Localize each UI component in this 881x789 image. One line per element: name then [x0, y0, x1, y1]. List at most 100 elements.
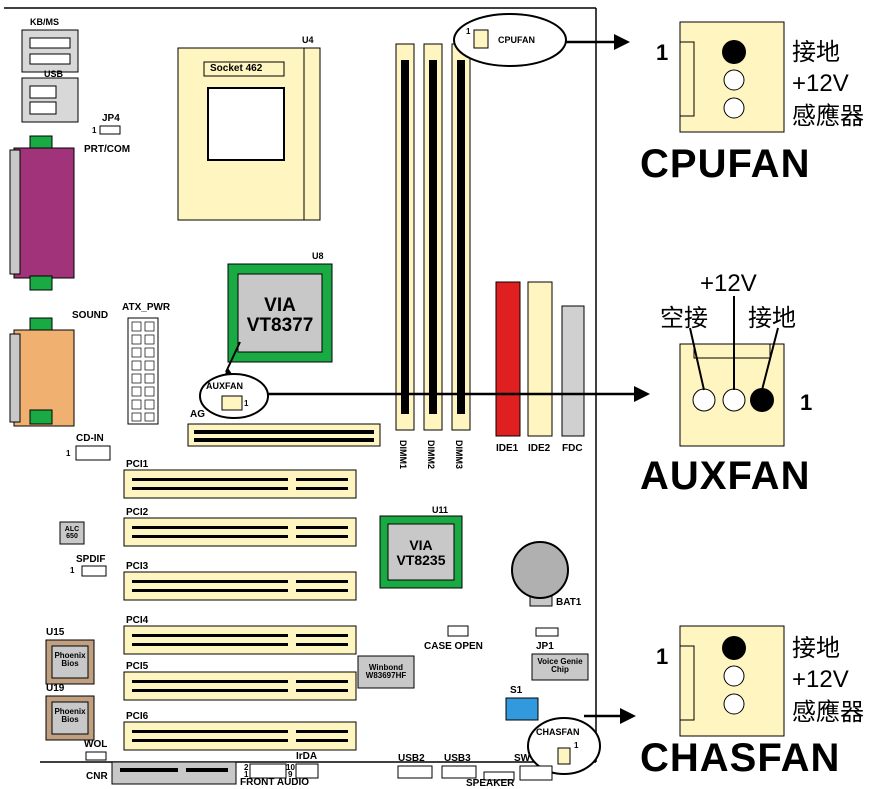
agp-label: AG: [190, 409, 205, 420]
sw-label: SW: [514, 753, 531, 764]
winbond-label: Winbond W83697HF: [358, 663, 414, 681]
irda-header: [295, 763, 319, 779]
spdif-header: [81, 565, 107, 577]
dimm-slots: [395, 43, 471, 431]
winbond-model: W83697HF: [365, 671, 407, 681]
cpufan-sensor-label: 感應器: [792, 102, 864, 130]
bios-u15-label: Phoenix Bios: [52, 651, 88, 669]
dimm3-label: DIMM3: [454, 440, 464, 469]
irda-label: IrDA: [296, 751, 318, 762]
usb-port: [21, 77, 79, 123]
front-audio-label: FRONT AUDIO: [240, 777, 310, 788]
spdif-pin-label: 1: [70, 566, 75, 575]
chasfan-callout-connector: [679, 625, 785, 737]
prt-com-label: PRT/COM: [84, 144, 131, 155]
fdc-label: FDC: [562, 443, 583, 454]
kbms-label: KB/MS: [30, 17, 59, 27]
cd-in-label: CD-IN: [76, 433, 104, 444]
bios-u19-type: Bios: [61, 715, 79, 725]
auxfan-board-label: AUXFAN: [206, 381, 244, 391]
chasfan-ground-label: 接地: [792, 634, 840, 662]
auxfan-callout-title: AUXFAN: [640, 454, 811, 498]
cpufan-highlight: [453, 13, 567, 67]
alc650-brand: ALC: [64, 526, 80, 533]
cpufan-header: [473, 29, 489, 49]
auxfan-12v-label: +12V: [700, 270, 757, 297]
northbridge-model: VT8377: [246, 314, 314, 336]
auxfan-callout-pin1: 1: [800, 390, 813, 415]
auxfan-pointer: [225, 341, 241, 373]
chasfan-header: [557, 747, 571, 765]
northbridge-brand: VIA: [264, 295, 296, 316]
cpufan-callout-connector: [679, 21, 785, 133]
northbridge-chip: [227, 263, 333, 363]
alc650-model: 650: [66, 533, 78, 541]
u11-label: U11: [432, 505, 449, 515]
alc650-chip: [59, 521, 85, 545]
cnr-slot: [111, 761, 237, 785]
battery: [511, 541, 569, 607]
bios-u19-brand: Phoenix: [54, 707, 86, 716]
case-open-label: CASE OPEN: [424, 641, 483, 652]
voice-genie-type: Chip: [551, 665, 569, 675]
sw-header: [519, 765, 553, 781]
cd-in-pin-label: 1: [66, 449, 71, 458]
northbridge-label: VIA VT8377: [238, 296, 322, 336]
kbms-port: [21, 29, 79, 73]
auxfan-callout-connector: [679, 296, 785, 447]
front-audio-header: [249, 763, 287, 779]
voice-genie-name: Voice Genie: [537, 657, 583, 666]
u8-label: U8: [312, 251, 324, 261]
prt-com-port: [9, 135, 75, 291]
southbridge-model: VT8235: [396, 551, 446, 568]
pci3-label: PCI3: [126, 561, 149, 572]
speaker-label: SPEAKER: [466, 778, 515, 789]
cpufan-pin-label: 1: [466, 27, 471, 36]
chasfan-12v-label: +12V: [792, 666, 849, 693]
auxfan-pin-label: 1: [244, 399, 249, 408]
sound-port: [9, 317, 75, 427]
voice-genie-chip: [531, 653, 589, 681]
jp1-header: [535, 627, 559, 637]
cpufan-callout-title: CPUFAN: [640, 142, 811, 186]
usb2-label: USB2: [398, 753, 425, 764]
dimm2-label: DIMM2: [426, 440, 436, 469]
pci2-label: PCI2: [126, 507, 149, 518]
wol-label: WOL: [84, 739, 108, 750]
usb2-header: [397, 765, 433, 779]
jp4-header: [99, 125, 121, 135]
jp4-pin-label: 1: [92, 126, 97, 135]
s1-label: S1: [510, 685, 523, 696]
cpufan-arrowhead: [614, 34, 630, 50]
u4-label: U4: [302, 35, 314, 45]
u19-label: U19: [46, 683, 65, 694]
dimm1-label: DIMM1: [398, 440, 408, 469]
cpu-socket: [177, 47, 321, 221]
winbond-brand: Winbond: [368, 663, 404, 672]
chasfan-arrowhead: [620, 708, 636, 724]
southbridge-label: VIA VT8235: [388, 538, 454, 567]
bat1-label: BAT1: [556, 597, 582, 608]
bios-chip-u15: [45, 639, 95, 685]
southbridge-brand: VIA: [409, 537, 433, 553]
chasfan-sensor-label: 感應器: [792, 698, 864, 726]
socket-label: Socket 462: [210, 63, 263, 74]
auxfan-arrowhead: [634, 386, 650, 402]
usb-label: USB: [44, 69, 64, 79]
sound-label: SOUND: [72, 310, 109, 321]
front-audio-pin-1: 1: [244, 770, 249, 779]
ide1-connector: [495, 281, 521, 437]
front-audio-pin-10: 10: [286, 763, 295, 772]
ide1-label: IDE1: [496, 443, 519, 454]
s1-dip-switch: [505, 697, 539, 721]
atx-power-connector: [127, 317, 159, 425]
cpufan-12v-label: +12V: [792, 70, 849, 97]
cpufan-callout-pin1: 1: [656, 40, 669, 65]
auxfan-ground-label: 接地: [748, 304, 796, 332]
pci1-label: PCI1: [126, 459, 149, 470]
fdc-connector: [561, 305, 585, 437]
southbridge-chip: [379, 515, 463, 589]
pci4-label: PCI4: [126, 615, 149, 626]
bios-u19-label: Phoenix Bios: [52, 707, 88, 725]
case-open-header: [447, 625, 469, 637]
